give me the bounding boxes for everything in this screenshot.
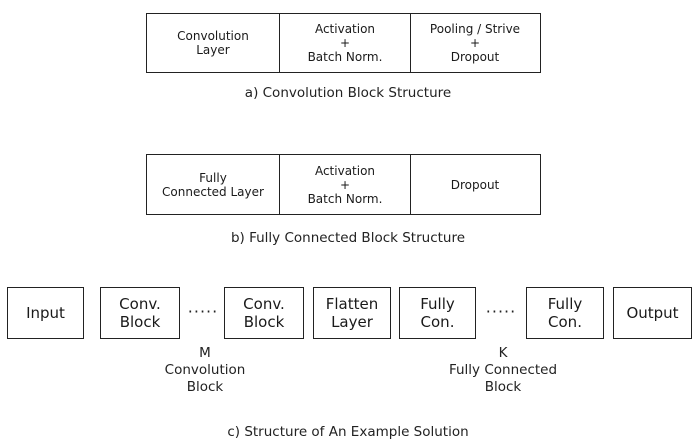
output-box: Output — [613, 287, 692, 339]
fc-block-structure: Fully Connected Layer Activation + Batch… — [146, 154, 541, 215]
conv-block-structure: Convolution Layer Activation + Batch Nor… — [146, 13, 541, 73]
conv-block-box-first: Conv. Block — [100, 287, 180, 339]
m-convolution-block-note: M Convolution Block — [164, 345, 246, 395]
fully-con-box-last: Fully Con. — [526, 287, 604, 339]
conv-layer-cell: Convolution Layer — [177, 29, 249, 57]
conv-block-caption: a) Convolution Block Structure — [244, 85, 452, 101]
fully-con-ellipsis: ····· — [485, 302, 517, 321]
conv-activation-cell: Activation + Batch Norm. — [279, 14, 410, 72]
fc-block-caption: b) Fully Connected Block Structure — [230, 230, 466, 246]
input-box: Input — [7, 287, 84, 339]
fully-con-box-first: Fully Con. — [399, 287, 476, 339]
k-fully-connected-block-note: K Fully Connected Block — [448, 345, 558, 395]
conv-block-box-last: Conv. Block — [224, 287, 304, 339]
conv-block-ellipsis: ····· — [187, 302, 219, 321]
fc-activation-cell: Activation + Batch Norm. — [279, 155, 410, 214]
fc-dropout-cell: Dropout — [410, 155, 539, 214]
conv-pooling-cell: Pooling / Strive + Dropout — [410, 14, 539, 72]
fc-layer-cell: Fully Connected Layer — [162, 170, 264, 199]
example-solution-caption: c) Structure of An Example Solution — [227, 424, 469, 440]
flatten-layer-box: Flatten Layer — [313, 287, 391, 339]
